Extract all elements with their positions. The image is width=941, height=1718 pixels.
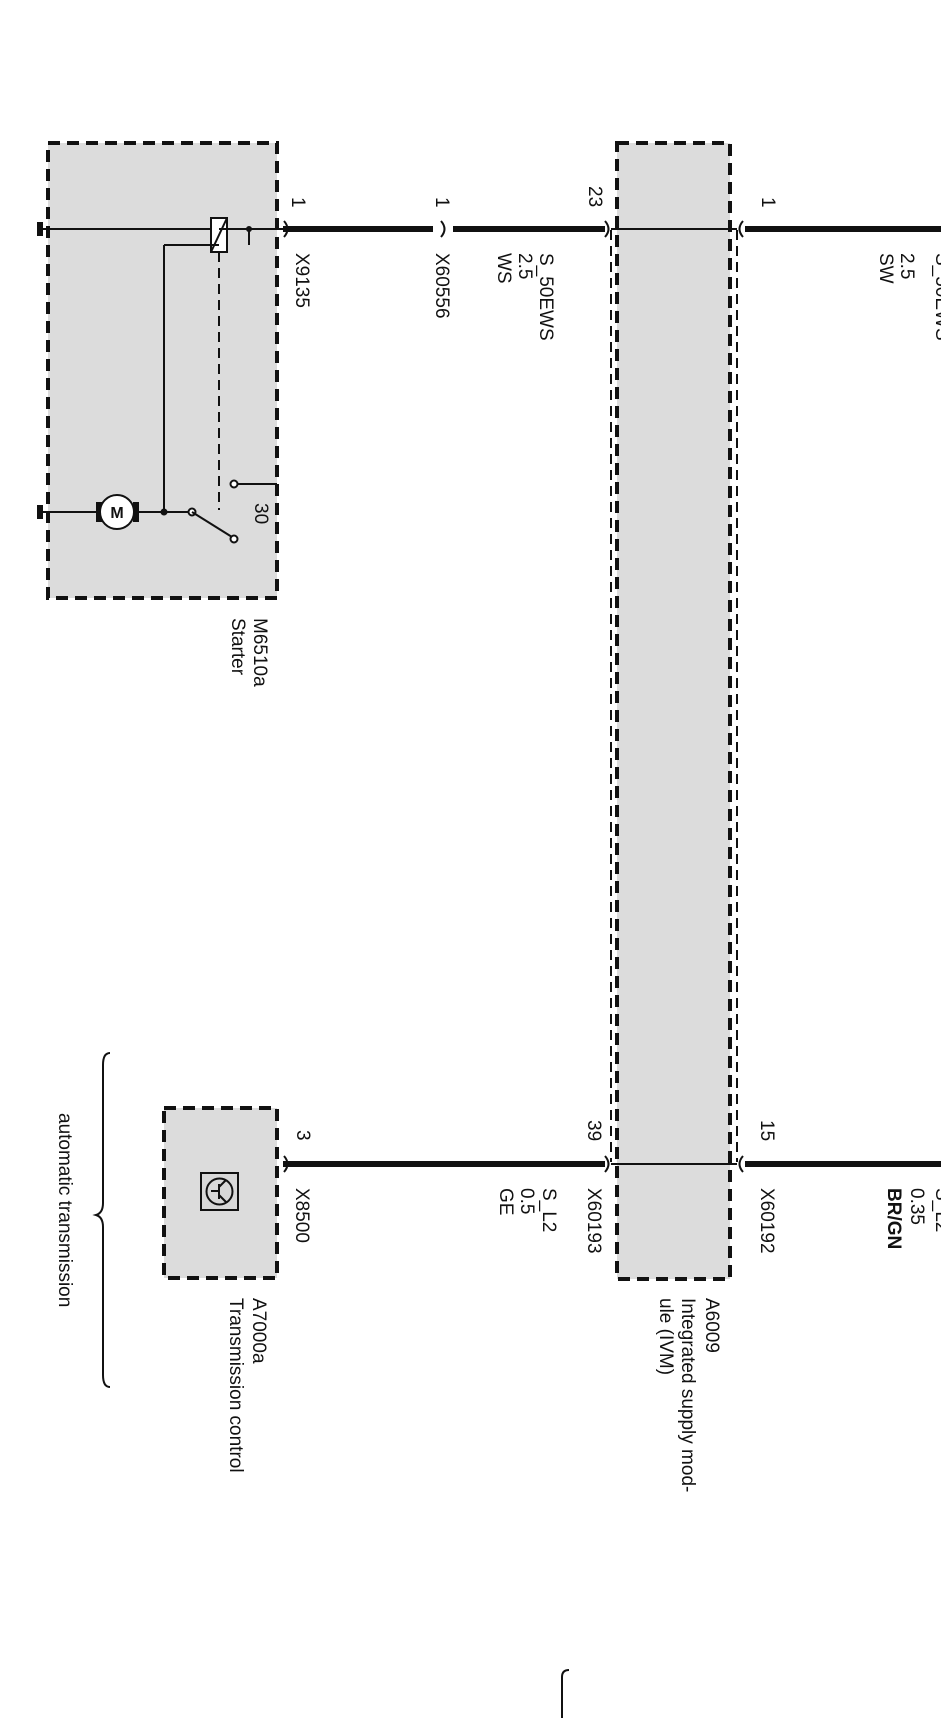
transmission-name: Transmission control bbox=[225, 1298, 246, 1473]
wire-bottom-left-gauge: 0.5 bbox=[516, 1188, 537, 1214]
wire-bottom-right-gauge: 0.35 bbox=[906, 1188, 927, 1225]
wire-bottom-right-signal: S_L2 bbox=[931, 1188, 941, 1232]
transistor-icon bbox=[200, 1172, 239, 1211]
starter-box bbox=[46, 141, 279, 600]
wire-bottom-left-color: GE bbox=[495, 1188, 516, 1215]
connector-x60192-symbol bbox=[738, 1155, 744, 1173]
starter-internals: M bbox=[37, 217, 283, 544]
transistor-icon-circle bbox=[205, 1177, 234, 1206]
connector-pin1-symbol bbox=[738, 220, 744, 238]
solenoid-coil-diagonal bbox=[210, 217, 228, 253]
connector-x60192-label: X60192 bbox=[756, 1188, 777, 1254]
option-brace bbox=[92, 1052, 111, 1388]
option-note: automatic transmission bbox=[54, 1113, 75, 1307]
wire-right-gauge: 2.5 bbox=[896, 253, 917, 279]
ivm-name-line2: ule (IVM) bbox=[655, 1298, 676, 1375]
wire-left-color: WS bbox=[493, 253, 514, 284]
transmission-code: A7000a bbox=[248, 1298, 269, 1364]
connector-x60193-symbol bbox=[604, 1155, 610, 1173]
connector-x9135-symbol bbox=[283, 220, 289, 238]
contact-upper bbox=[229, 479, 239, 489]
pin-39: 39 bbox=[583, 1120, 604, 1141]
starter-pin-30: 30 bbox=[250, 503, 271, 524]
starter-name: Starter bbox=[227, 618, 248, 676]
transistor-emitter bbox=[218, 1194, 227, 1203]
contact-lower bbox=[229, 534, 239, 544]
pin-x9135: 1 bbox=[287, 197, 308, 208]
starter-code: M6510a bbox=[249, 618, 270, 687]
ivm-code: A6009 bbox=[701, 1298, 722, 1353]
connector-x60556-label: X60556 bbox=[431, 253, 452, 319]
wire-right-signal: S_50EWS bbox=[931, 253, 941, 341]
wire-left-signal: S_50EWS bbox=[535, 253, 556, 341]
connector-x60556-symbol bbox=[440, 220, 446, 238]
pin-3: 3 bbox=[292, 1130, 313, 1141]
wire-right-color: SW bbox=[875, 253, 896, 284]
switch-arm bbox=[191, 511, 233, 538]
pin-23: 23 bbox=[584, 186, 605, 207]
connector-x8500-label: X8500 bbox=[291, 1188, 312, 1243]
ivm-box bbox=[615, 141, 732, 1281]
pin-x60556: 1 bbox=[431, 197, 452, 208]
pin-1: 1 bbox=[757, 197, 778, 208]
partial-brace-bottom bbox=[561, 1669, 570, 1718]
connector-x8500-symbol bbox=[283, 1155, 289, 1173]
ivm-name-line1: Integrated supply mod- bbox=[677, 1298, 698, 1492]
junction-dot-bottom bbox=[160, 508, 168, 516]
connector-pin23-symbol bbox=[604, 220, 610, 238]
transistor-collector bbox=[218, 1179, 227, 1188]
motor-brush-right bbox=[133, 502, 139, 522]
pin-15: 15 bbox=[756, 1120, 777, 1141]
motor-letter: M bbox=[110, 505, 123, 522]
wire-bottom-right-color: BR/GN bbox=[883, 1188, 904, 1249]
labels: 1 X9135 1 X60556 S_50EWS 2.5 WS 23 1 S_5… bbox=[54, 186, 941, 1492]
wire-left-gauge: 2.5 bbox=[514, 253, 535, 279]
wire-bottom-left-signal: S_L2 bbox=[538, 1188, 559, 1232]
connector-x60193-label: X60193 bbox=[583, 1188, 604, 1254]
connector-x9135-label: X9135 bbox=[291, 253, 312, 308]
